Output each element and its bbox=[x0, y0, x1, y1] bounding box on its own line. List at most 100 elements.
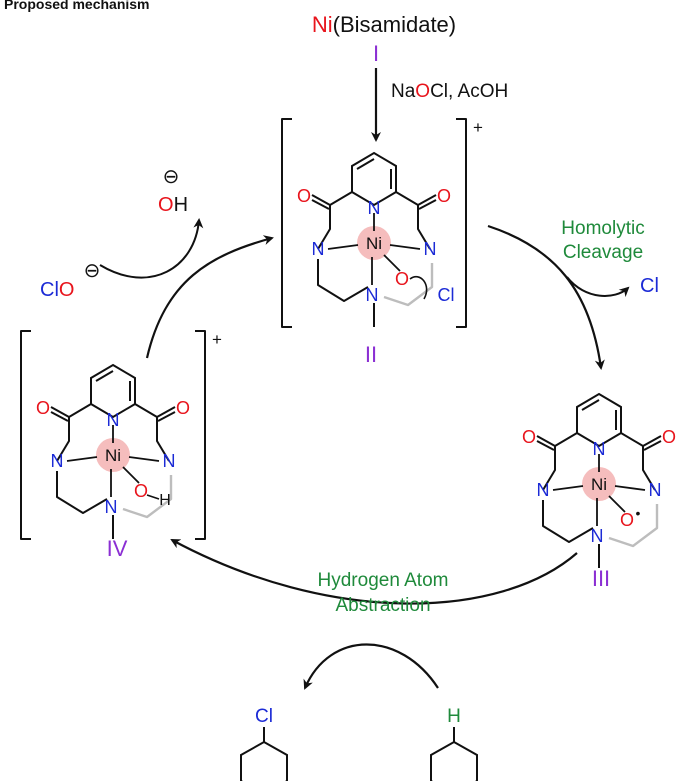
homolytic-line-1: Homolytic bbox=[561, 218, 644, 239]
amide-n-left: N bbox=[51, 451, 64, 471]
charge-plus: + bbox=[212, 330, 222, 349]
nickel-atom: Ni bbox=[366, 234, 382, 253]
hat-line-2: Abstraction bbox=[335, 595, 430, 616]
oxygen-atom: O bbox=[134, 481, 148, 501]
amide-n-right: N bbox=[424, 239, 437, 259]
chlorine-atom: Cl bbox=[438, 285, 455, 305]
ni-n-right-bond bbox=[389, 244, 421, 250]
ring-double-bond bbox=[581, 399, 600, 411]
carbonyl-o-right: O bbox=[662, 427, 676, 447]
arrow-substrate-to-product bbox=[303, 643, 439, 690]
ni-o-bond bbox=[608, 495, 626, 513]
amine-n: N bbox=[366, 285, 379, 305]
right-co-bond-2 bbox=[418, 199, 437, 210]
carbonyl-o-right: O bbox=[437, 186, 451, 206]
cl-radical-text: Cl bbox=[640, 275, 659, 297]
right-arm bbox=[395, 191, 431, 250]
right-arm bbox=[134, 403, 170, 462]
amide-n-left: N bbox=[537, 480, 550, 500]
hydroxide-charge: ⊖ bbox=[163, 166, 180, 188]
carbonyl-o-left: O bbox=[36, 398, 50, 418]
amine-n: N bbox=[591, 526, 604, 546]
header-fragment: Proposed mechanism bbox=[4, 0, 150, 12]
pendant-arm bbox=[383, 263, 434, 307]
homolytic-line-2: Cleavage bbox=[563, 242, 643, 263]
nickel-atom: Ni bbox=[105, 446, 121, 465]
pendant-arm bbox=[122, 475, 173, 519]
pyridine-n: N bbox=[107, 410, 120, 430]
pyridine-ring bbox=[90, 363, 136, 419]
left-co-bond-2 bbox=[50, 411, 69, 422]
species-IV-label: IV bbox=[107, 536, 128, 561]
arrow-IV-to-II bbox=[145, 235, 274, 359]
start-ligand-text: (Bisamidate) bbox=[333, 12, 456, 37]
hydrogen-atom: H bbox=[159, 492, 171, 509]
substrate-h-text: H bbox=[447, 706, 461, 727]
arrow-II-to-III bbox=[487, 224, 605, 370]
ring-double-bond bbox=[356, 158, 375, 170]
carbonyl-o-right: O bbox=[176, 398, 190, 418]
ni-n-left-bond bbox=[66, 456, 98, 462]
ni-n-left-bond bbox=[327, 244, 359, 250]
pyridine-ring bbox=[351, 151, 397, 207]
ni-highlight bbox=[582, 467, 616, 501]
pendant-arm bbox=[608, 504, 659, 548]
right-co-bond bbox=[156, 406, 176, 418]
hypochlorite-charge: ⊖ bbox=[84, 260, 101, 282]
arrow-clo-to-oh bbox=[99, 218, 204, 279]
right-co-bond bbox=[642, 435, 662, 447]
radical-dot: • bbox=[636, 505, 641, 521]
right-co-bond-2 bbox=[643, 440, 662, 451]
pyridine-n: N bbox=[593, 439, 606, 459]
hydroxide-text: OH bbox=[158, 194, 188, 216]
hat-line-1: Hydrogen Atom bbox=[318, 570, 449, 591]
nickel-atom: Ni bbox=[591, 475, 607, 494]
pyridine-n: N bbox=[368, 198, 381, 218]
right-bracket bbox=[456, 118, 467, 328]
o-h-bond bbox=[146, 494, 160, 500]
carbonyl-o-left: O bbox=[522, 427, 536, 447]
amide-n-right: N bbox=[163, 451, 176, 471]
ethylene-bridge bbox=[542, 500, 594, 543]
carbonyl-o-left: O bbox=[297, 186, 311, 206]
ni-n-left-bond bbox=[552, 485, 584, 491]
reagent-text: NaOCl, AcOH bbox=[391, 81, 508, 102]
right-co-bond-2 bbox=[157, 411, 176, 422]
right-co-bond bbox=[417, 194, 437, 206]
amine-n: N bbox=[105, 497, 118, 517]
hypochlorite-text: ClO bbox=[40, 279, 74, 301]
ni-n-right-bond bbox=[614, 485, 646, 491]
species-II-label: II bbox=[365, 342, 377, 367]
ni-n-right-bond bbox=[128, 456, 160, 462]
ethylene-bridge bbox=[317, 259, 369, 302]
cyclohexane-ring-substrate bbox=[430, 740, 478, 781]
ethylene-bridge bbox=[56, 471, 108, 514]
right-arm bbox=[620, 432, 656, 491]
cyclohexane-ring-product bbox=[240, 740, 288, 781]
left-co-bond-2 bbox=[311, 199, 330, 210]
ring-double-bond bbox=[95, 370, 114, 382]
left-arm bbox=[317, 191, 353, 250]
svg-text:Ni(Bisamidate): Ni(Bisamidate) bbox=[312, 12, 456, 37]
left-co-bond bbox=[536, 435, 556, 447]
cyclohexane: H bbox=[430, 706, 478, 781]
left-co-bond-2 bbox=[536, 440, 555, 451]
pyridine-ring bbox=[576, 392, 622, 448]
ni-o-bond bbox=[122, 466, 140, 484]
chlorocyclohexane: Cl bbox=[240, 706, 288, 781]
arrow-cl-release bbox=[566, 276, 630, 298]
oxygen-atom: O bbox=[620, 510, 634, 530]
amide-n-right: N bbox=[649, 480, 662, 500]
left-co-bond bbox=[311, 194, 331, 206]
left-co-bond bbox=[50, 406, 70, 418]
oxygen-atom: O bbox=[395, 269, 409, 289]
product-cl-text: Cl bbox=[255, 706, 273, 727]
ni-o-bond bbox=[383, 254, 401, 272]
half-arrow bbox=[409, 275, 428, 300]
left-arm bbox=[542, 432, 578, 491]
